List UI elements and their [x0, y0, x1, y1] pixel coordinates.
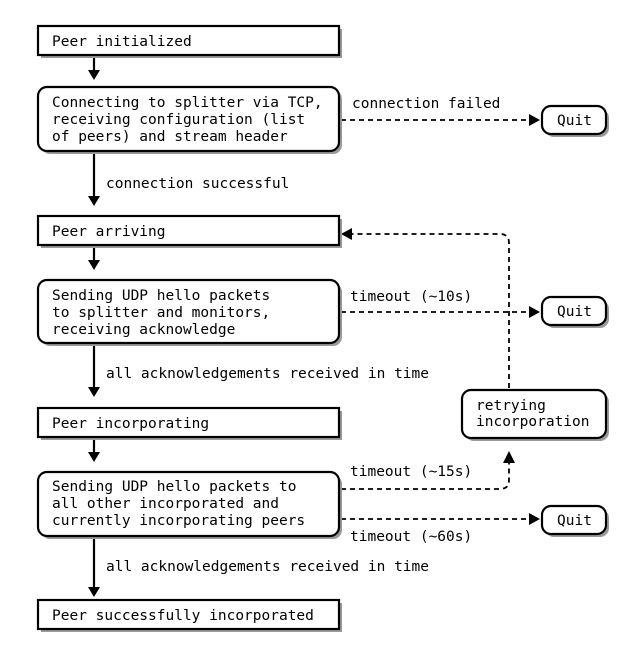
node-text-line: retrying: [476, 398, 546, 414]
node-box: [540, 504, 608, 536]
node-text-line: Connecting to splitter via TCP,: [52, 95, 323, 111]
node-quit-3: Quit: [540, 504, 609, 537]
node-text-line: all other incorporated and: [52, 496, 279, 512]
node-text-line: Peer incorporating: [52, 416, 209, 432]
arrowhead: [88, 587, 100, 597]
node-text-line: of peers) and stream header: [52, 129, 288, 145]
edge-label-all-ack-1: all acknowledgements received in time: [106, 366, 429, 382]
edge-retrying-to-arriving: [352, 233, 510, 388]
arrowhead: [88, 196, 100, 206]
node-text-line: Sending UDP hello packets: [52, 288, 270, 304]
arrowhead: [503, 451, 515, 463]
node-quit-2: Quit: [540, 295, 609, 328]
node-box: [540, 104, 608, 136]
node-box: [36, 470, 341, 538]
arrowhead: [529, 306, 540, 318]
node-peer-incorporating: Peer incorporating: [36, 406, 342, 440]
node-box: [36, 24, 341, 57]
node-text-line: Sending UDP hello packets to: [52, 479, 296, 495]
edge-sending-hello-peers-to-retrying: [341, 463, 510, 490]
edge-label-timeout-15s: timeout (~15s): [350, 464, 472, 480]
node-box: [36, 214, 341, 247]
edge-label-timeout-60s: timeout (~60s): [350, 529, 472, 545]
node-text-line: incorporation: [476, 414, 590, 430]
node-box: [460, 388, 608, 440]
edges-layer: [88, 57, 540, 597]
node-connecting-to-splitter: Connecting to splitter via TCP,receiving…: [36, 85, 342, 154]
node-text-line: Peer initialized: [52, 34, 192, 50]
node-text-line: Peer arriving: [52, 224, 166, 240]
arrowhead: [529, 114, 540, 126]
node-peer-arriving: Peer arriving: [36, 214, 342, 248]
node-text-line: receiving acknowledge: [52, 322, 235, 338]
edge-label-timeout-10s: timeout (~10s): [350, 289, 472, 305]
node-box: [36, 278, 341, 345]
node-peer-initialized: Peer initialized: [36, 24, 342, 58]
arrowhead: [341, 228, 352, 240]
node-quit-1: Quit: [540, 104, 609, 137]
arrowhead: [88, 260, 100, 270]
node-text-line: Quit: [557, 304, 592, 320]
arrowhead: [529, 513, 540, 525]
node-box: [540, 295, 608, 327]
edge-label-connection-failed: connection failed: [352, 96, 500, 112]
node-text-line: Peer successfully incorporated: [52, 608, 314, 624]
node-text-line: receiving configuration (list: [52, 112, 305, 128]
arrowhead: [88, 70, 100, 80]
node-text-line: currently incorporating peers: [52, 513, 305, 529]
node-text-line: Quit: [557, 513, 592, 529]
node-text-line: Quit: [557, 113, 592, 129]
edge-labels-layer: connection failed connection successful …: [106, 96, 500, 575]
node-box: [36, 598, 341, 631]
arrowhead: [88, 387, 100, 397]
edge-label-all-ack-2: all acknowledgements received in time: [106, 559, 429, 575]
arrowhead: [88, 452, 100, 462]
node-peer-incorporated: Peer successfully incorporated: [36, 598, 342, 632]
edge-label-connection-successful: connection successful: [106, 176, 289, 192]
node-box: [36, 406, 341, 439]
node-box: [36, 85, 341, 153]
node-text-line: to splitter and monitors,: [52, 305, 270, 321]
